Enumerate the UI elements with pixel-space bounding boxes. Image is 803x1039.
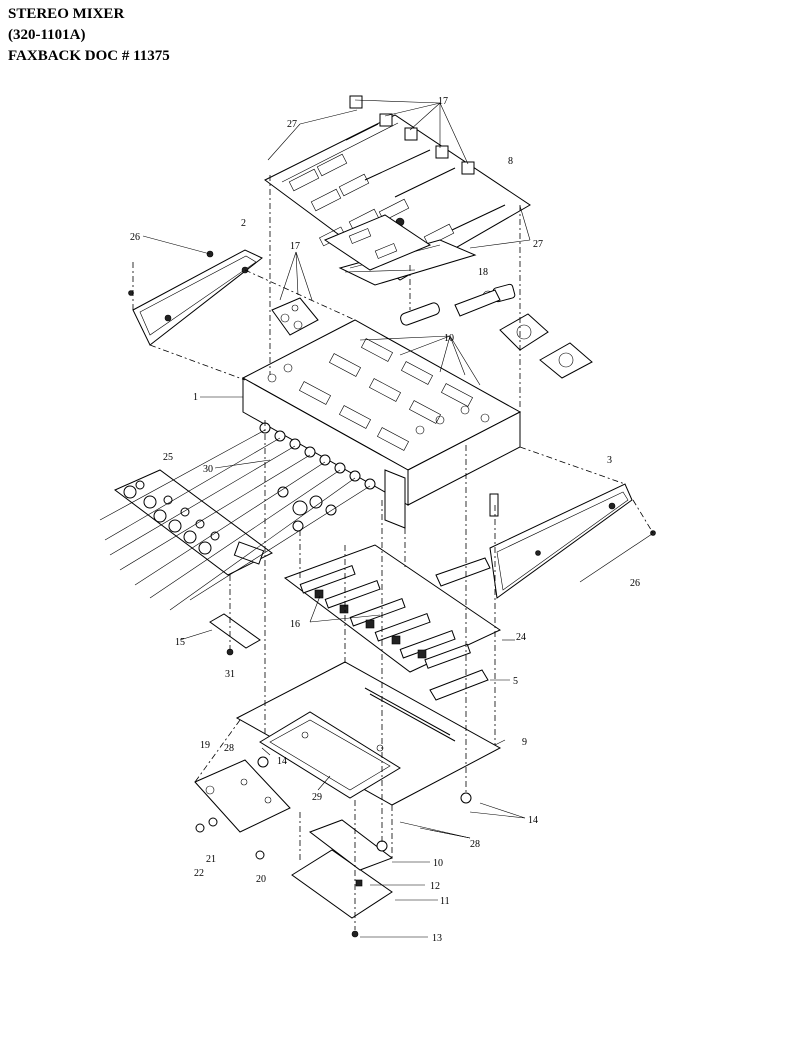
document-header: STEREO MIXER (320-1101A) FAXBACK DOC # 1…	[8, 4, 170, 67]
jack-leader-lines	[99, 429, 371, 611]
front-bracket	[194, 759, 291, 833]
callout-11: 11	[440, 896, 450, 907]
callout-leaders	[142, 99, 653, 938]
pot-knobs	[277, 486, 337, 532]
callout-16: 16	[290, 619, 300, 630]
jack-bracket	[271, 297, 319, 336]
callout-31: 31	[225, 669, 235, 680]
callout-27-right: 27	[533, 239, 543, 250]
callout-labels: 17 27 8 27 18 2 26 17 10 1 25 30 3 26 24…	[130, 96, 640, 944]
callout-3: 3	[607, 455, 612, 466]
callout-26-left: 26	[130, 232, 140, 243]
callout-14-right: 14	[528, 815, 538, 826]
callout-17-left: 17	[290, 241, 300, 252]
callout-20: 20	[256, 874, 266, 885]
main-chassis	[241, 319, 522, 529]
standoff	[489, 493, 499, 517]
callout-25-top: 25	[163, 452, 173, 463]
callout-27-top: 27	[287, 119, 297, 130]
document-title: STEREO MIXER	[8, 6, 125, 22]
right-end-panel	[489, 483, 656, 599]
callout-19: 19	[200, 740, 210, 751]
callout-24: 24	[516, 632, 526, 643]
rear-components	[400, 283, 593, 379]
callout-8: 8	[508, 156, 513, 167]
callout-17-top: 17	[438, 96, 448, 107]
callout-26-right: 26	[630, 578, 640, 589]
fader-board	[283, 544, 502, 673]
callout-30: 30	[203, 464, 213, 475]
callout-13: 13	[432, 933, 442, 944]
callout-28-right: 28	[470, 839, 480, 850]
model-number: (320-1101A)	[8, 27, 86, 43]
feet-and-screws	[195, 648, 472, 938]
input-jack-strip	[114, 469, 273, 576]
callout-10-top: 10	[444, 333, 454, 344]
callout-22: 22	[194, 868, 204, 879]
bottom-cover	[291, 819, 394, 919]
callout-10-bottom: 10	[433, 858, 443, 869]
left-end-panel	[128, 249, 263, 346]
callout-29: 29	[312, 792, 322, 803]
slider-knobs	[349, 95, 475, 175]
sub-plate	[323, 214, 477, 286]
callout-2: 2	[241, 218, 246, 229]
callout-18: 18	[478, 267, 488, 278]
guide-rails	[209, 557, 491, 701]
callout-9: 9	[522, 737, 527, 748]
assembly-lines	[132, 175, 654, 930]
callout-21: 21	[206, 854, 216, 865]
callout-12: 12	[430, 881, 440, 892]
top-panel	[264, 114, 531, 281]
sub-frame	[259, 711, 401, 799]
callout-15: 15	[175, 637, 185, 648]
callout-1: 1	[193, 392, 198, 403]
callout-14-left: 14	[277, 756, 287, 767]
callout-5: 5	[513, 676, 518, 687]
callout-28-left: 28	[224, 743, 234, 754]
faxback-doc-number: FAXBACK DOC # 11375	[8, 48, 170, 64]
